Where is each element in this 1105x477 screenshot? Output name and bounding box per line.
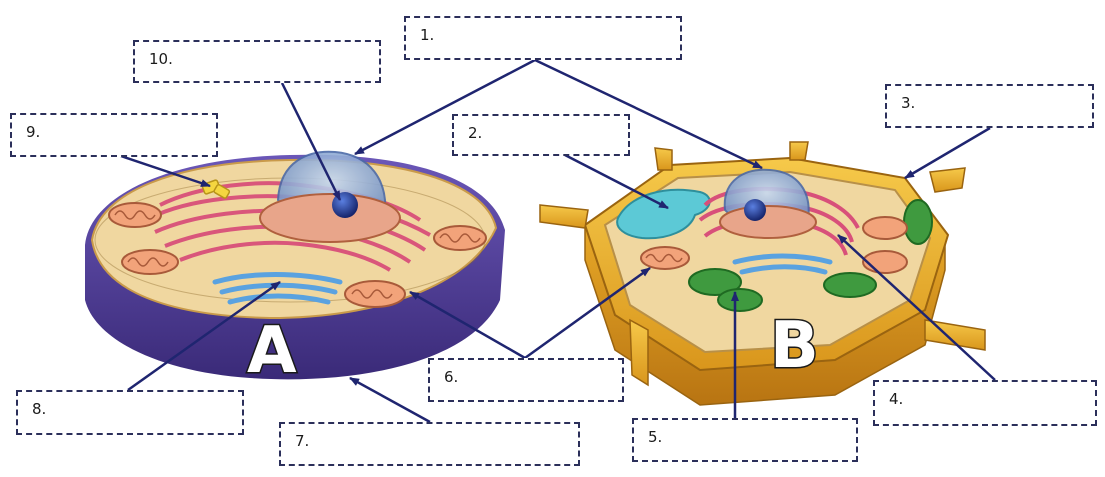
animal-nucleolus [332, 192, 358, 218]
label-box-7[interactable]: 7. [279, 422, 580, 466]
label-box-3[interactable]: 3. [885, 84, 1094, 128]
label-box-6[interactable]: 6. [428, 358, 624, 402]
animal-mitochondrion-labelled [345, 281, 405, 307]
plant-nucleolus [744, 199, 766, 221]
plant-cell-letter: B [770, 309, 819, 383]
label-box-2[interactable]: 2. [452, 114, 630, 156]
label-box-4[interactable]: 4. [873, 380, 1097, 426]
animal-cell-letter: A [247, 314, 297, 388]
label-box-9[interactable]: 9. [10, 113, 218, 157]
label-box-10[interactable]: 10. [133, 40, 381, 83]
leader-line-7 [350, 378, 430, 422]
label-box-5[interactable]: 5. [632, 418, 858, 462]
label-box-1[interactable]: 1. [404, 16, 682, 60]
label-box-8[interactable]: 8. [16, 390, 244, 435]
animal-cell: A [85, 152, 505, 388]
